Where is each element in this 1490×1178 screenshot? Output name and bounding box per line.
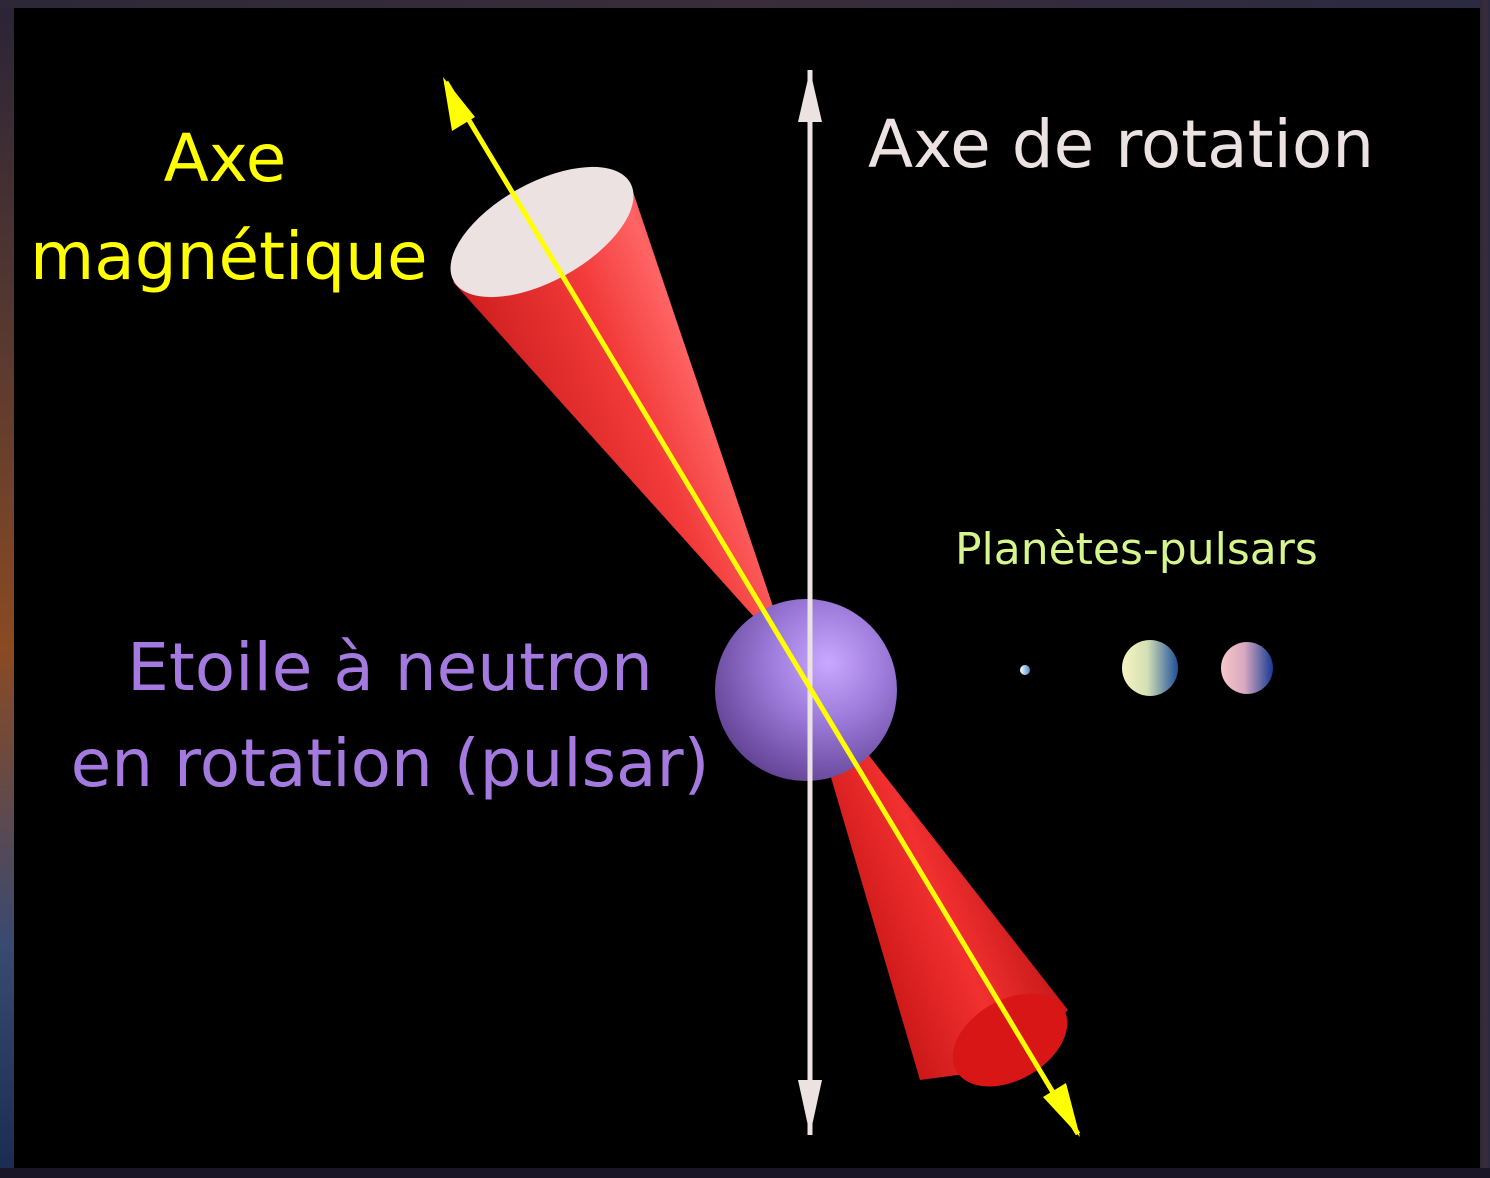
pulsar-label: Etoile à neutron en rotation (pulsar) <box>70 620 710 812</box>
magnetic-axis-arrow-icon <box>443 77 1081 1137</box>
pulsar-label-line-1: Etoile à neutron <box>127 629 653 706</box>
planet-icon-b <box>1122 640 1178 696</box>
magnetic-axis-label-line-2: magnétique <box>30 218 428 295</box>
planet-icon-a <box>1020 665 1030 675</box>
upper-beam-opening <box>450 166 634 298</box>
rotation-axis-label: Axe de rotation <box>868 106 1375 183</box>
magnetic-axis-label: Axe magnétique <box>30 110 428 306</box>
neutron-star-icon <box>715 599 897 781</box>
rotation-axis-arrow-icon <box>798 70 822 1135</box>
pulsar-label-line-2: en rotation (pulsar) <box>70 725 710 802</box>
lower-beam-cap <box>952 993 1068 1087</box>
pulsar-planets-label: Planètes-pulsars <box>955 524 1318 575</box>
upper-emission-beam <box>453 183 786 645</box>
magnetic-axis-label-line-1: Axe <box>163 120 287 197</box>
planet-icon-c <box>1221 642 1273 694</box>
